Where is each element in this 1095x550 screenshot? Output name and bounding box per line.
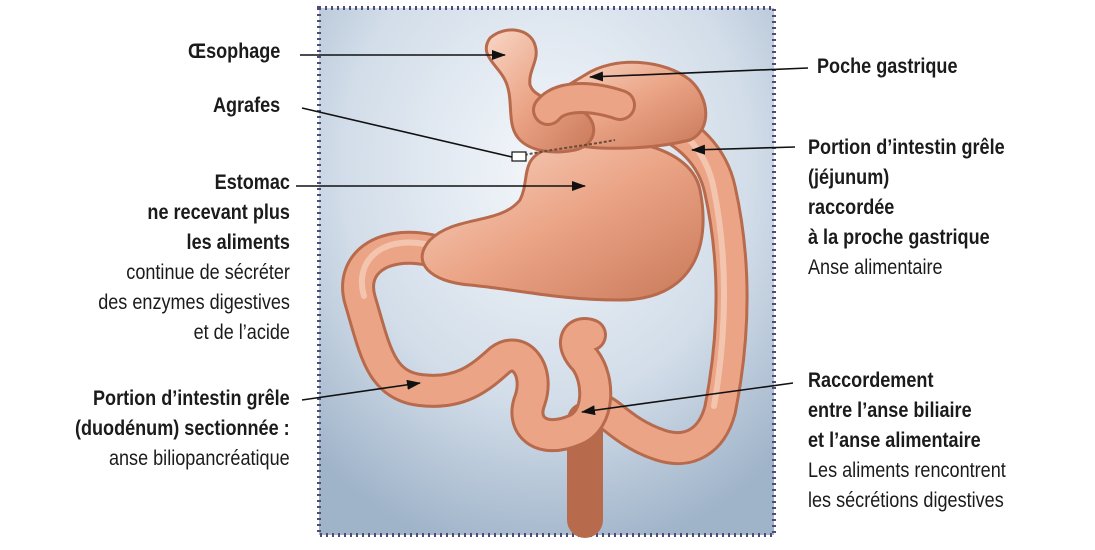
label-poche: Poche gastrique bbox=[817, 52, 958, 82]
label-raccordement-line3: et l’anse alimentaire bbox=[808, 426, 1006, 456]
label-raccordement-line2: entre l’anse biliaire bbox=[808, 396, 1006, 426]
staple-marker bbox=[512, 152, 526, 161]
label-duodenum-line2: (duodénum) sectionnée : bbox=[75, 414, 290, 444]
label-oesophage-text: Œsophage bbox=[188, 37, 280, 67]
label-estomac-line2: ne recevant plus bbox=[98, 198, 290, 228]
label-jejunum-line1: Portion d’intestin grêle bbox=[808, 133, 1005, 163]
label-jejunum-line4: à la proche gastrique bbox=[808, 223, 1005, 253]
label-raccordement: Raccordement entre l’anse biliaire et l’… bbox=[808, 366, 1006, 516]
label-estomac-line4: continue de sécréter bbox=[98, 258, 290, 288]
label-estomac: Estomac ne recevant plus les aliments co… bbox=[98, 168, 290, 348]
label-raccordement-line1: Raccordement bbox=[808, 366, 1006, 396]
label-oesophage: Œsophage bbox=[188, 37, 280, 67]
label-jejunum-line5: Anse alimentaire bbox=[808, 253, 1005, 283]
label-poche-text: Poche gastrique bbox=[817, 52, 958, 82]
label-jejunum-line2: (jéjunum) bbox=[808, 163, 1005, 193]
label-jejunum: Portion d’intestin grêle (jéjunum) racco… bbox=[808, 133, 1005, 283]
label-raccordement-line5: les sécrétions digestives bbox=[808, 486, 1006, 516]
label-agrafes: Agrafes bbox=[213, 91, 280, 121]
label-duodenum-line3: anse biliopancréatique bbox=[75, 444, 290, 474]
label-duodenum-line1: Portion d’intestin grêle bbox=[75, 384, 290, 414]
label-estomac-line1: Estomac bbox=[98, 168, 290, 198]
label-raccordement-line4: Les aliments rencontrent bbox=[808, 456, 1006, 486]
label-agrafes-text: Agrafes bbox=[213, 91, 280, 121]
label-duodenum: Portion d’intestin grêle (duodénum) sect… bbox=[75, 384, 290, 474]
label-estomac-line5: des enzymes digestives bbox=[98, 288, 290, 318]
label-estomac-line6: et de l’acide bbox=[98, 318, 290, 348]
label-estomac-line3: les aliments bbox=[98, 228, 290, 258]
label-jejunum-line3: raccordée bbox=[808, 193, 1005, 223]
